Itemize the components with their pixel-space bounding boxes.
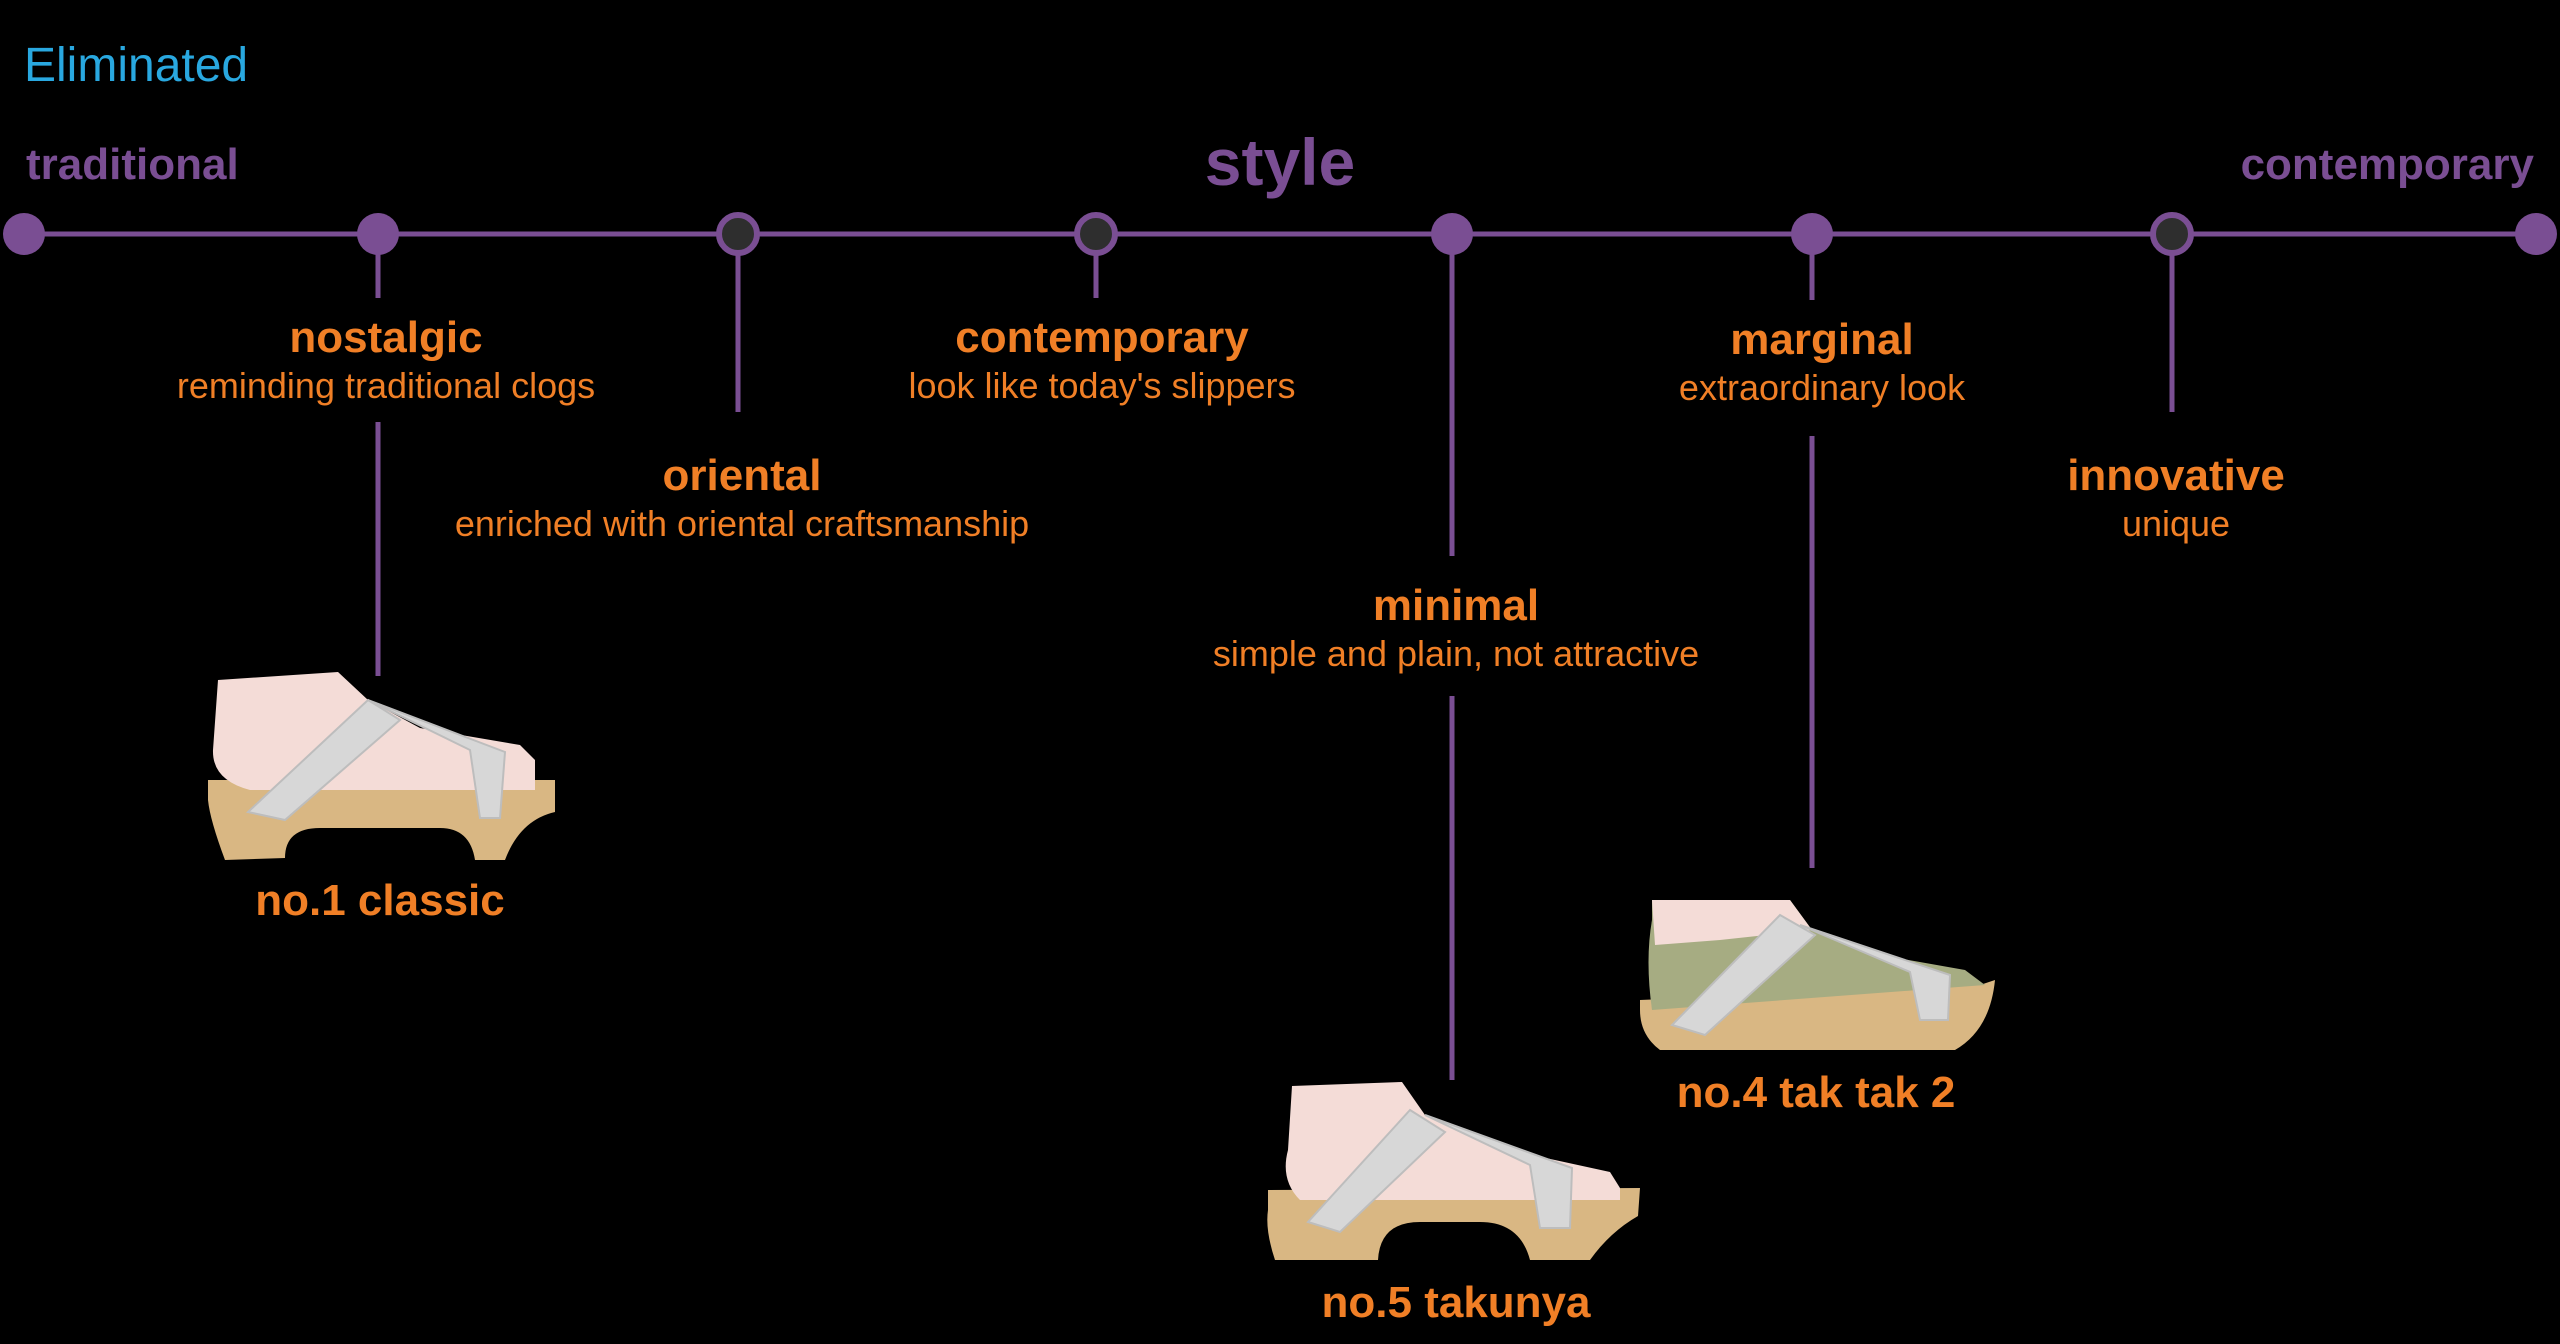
category-title: marginal — [1730, 315, 1914, 364]
category-title: minimal — [1372, 581, 1540, 630]
node-marginal — [1791, 213, 1833, 255]
node-nostalgic — [357, 213, 399, 255]
category-subtitle: reminding traditional clogs — [176, 365, 596, 406]
category-subtitle: look like today's slippers — [908, 365, 1296, 406]
category-title: innovative — [2067, 451, 2285, 500]
sandal-classic-icon — [208, 672, 555, 860]
category-title: contemporary — [955, 313, 1249, 362]
category-subtitle: extraordinary look — [1678, 367, 1966, 408]
scale-right-label: contemporary — [2240, 140, 2534, 189]
sandal-tak-tak-icon — [1640, 900, 1995, 1050]
node-oriental — [716, 212, 760, 256]
category-minimal: minimal simple and plain, not attractive — [1213, 580, 1699, 676]
product-caption-takunya: no.5 takunya — [1321, 1278, 1591, 1327]
product-caption-classic: no.1 classic — [255, 876, 505, 925]
node-contemporary-end — [2515, 213, 2557, 255]
node-minimal — [1431, 213, 1473, 255]
diagram-title: style — [1204, 125, 1356, 199]
sandal-takunya-icon — [1267, 1082, 1640, 1260]
category-title: oriental — [662, 451, 822, 500]
product-caption-tak-tak: no.4 tak tak 2 — [1676, 1068, 1956, 1117]
category-subtitle: enriched with oriental craftsmanship — [454, 503, 1030, 544]
category-title: nostalgic — [289, 313, 483, 362]
category-oriental: oriental enriched with oriental craftsma… — [455, 450, 1029, 546]
category-subtitle: unique — [2121, 503, 2231, 544]
node-traditional-end — [3, 213, 45, 255]
scale-left-label: traditional — [26, 140, 239, 189]
category-subtitle: simple and plain, not attractive — [1212, 633, 1700, 674]
node-innovative — [2150, 212, 2194, 256]
category-nostalgic: nostalgic reminding traditional clogs — [177, 312, 595, 408]
category-innovative: innovative unique — [2067, 450, 2285, 546]
category-marginal: marginal extraordinary look — [1679, 314, 1965, 410]
node-contemporary — [1074, 212, 1118, 256]
eliminated-label: Eliminated — [24, 39, 249, 92]
category-contemporary: contemporary look like today's slippers — [908, 312, 1295, 408]
